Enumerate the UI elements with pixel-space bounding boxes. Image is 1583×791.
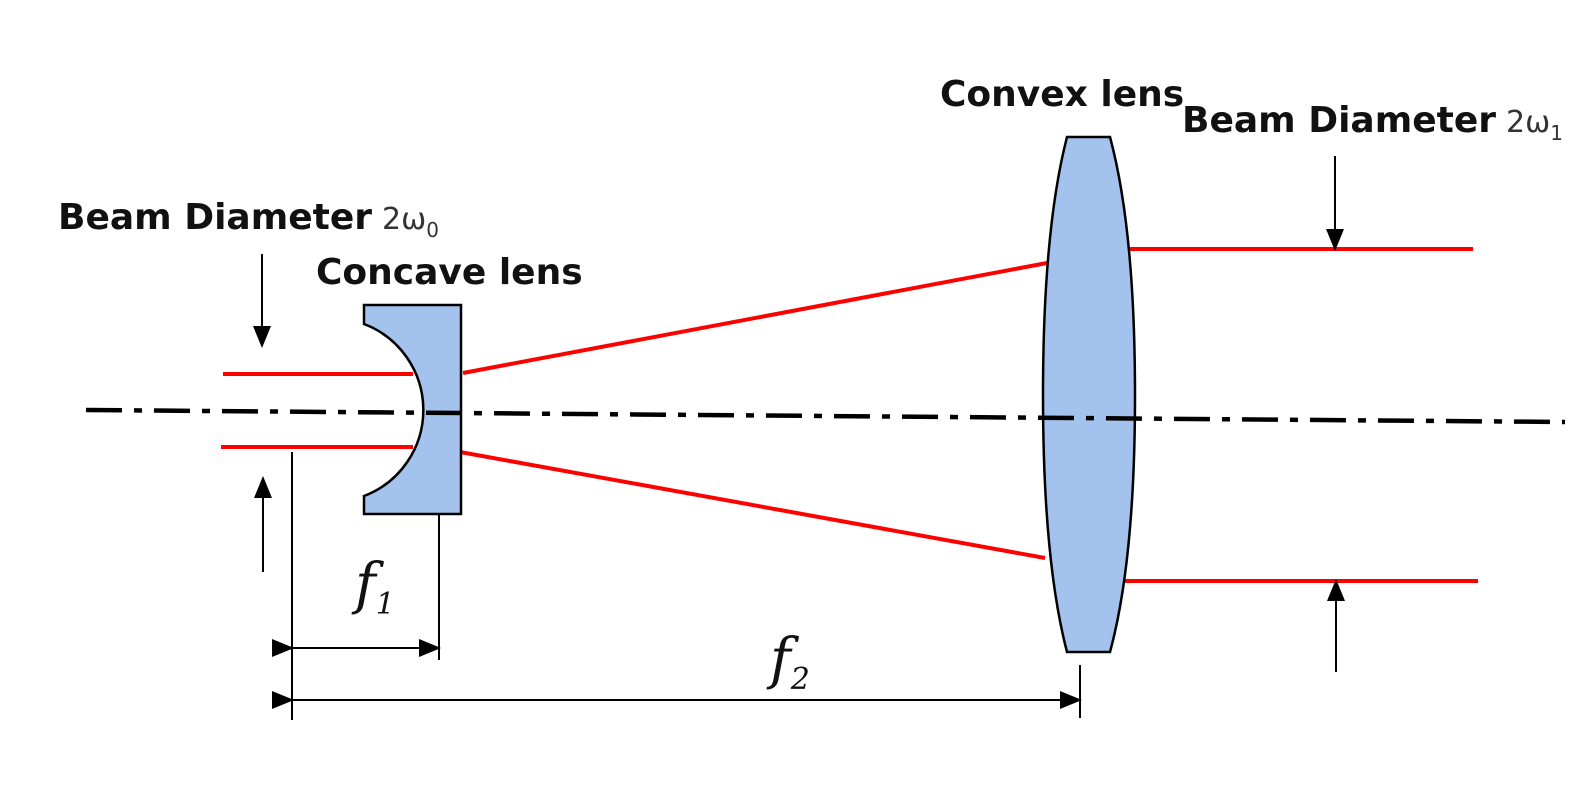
convex-lens-shape <box>1041 135 1137 654</box>
output-diameter-arrows <box>1326 156 1345 672</box>
diverging-beam-top-ray <box>462 261 1048 375</box>
optical-axis <box>85 407 1566 425</box>
focal-length-dimensions <box>272 452 1082 720</box>
convex-lens-label: Convex lens <box>940 74 1184 115</box>
diverging-beam-bottom-ray <box>459 450 1046 560</box>
input-diameter-arrows <box>253 254 272 572</box>
f1-label: f1 <box>351 552 395 622</box>
outgoing-beam <box>1124 247 1478 583</box>
concave-lens-shape <box>362 303 463 516</box>
incoming-beam <box>221 372 413 449</box>
f2-label: f2 <box>766 627 810 697</box>
concave-lens-label: Concave lens <box>316 252 583 293</box>
diverging-beam <box>459 261 1048 560</box>
